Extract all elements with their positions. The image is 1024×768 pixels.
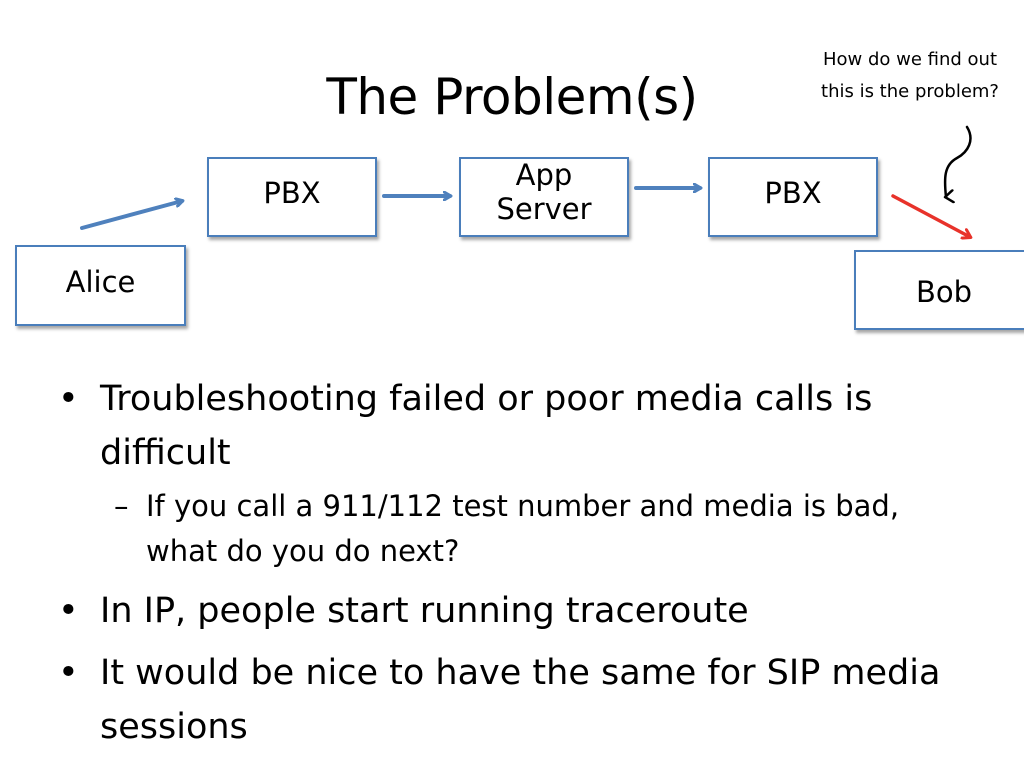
node-pbx-2-label: PBX <box>764 176 822 210</box>
bullet-glyph: • <box>58 653 79 693</box>
bullet-item: • In IP, people start running traceroute <box>58 584 958 638</box>
node-app-server-line1: App <box>515 158 573 192</box>
callout-pointer-arrow <box>945 125 972 197</box>
node-pbx-1-label: PBX <box>263 176 321 210</box>
slide-title: The Problem(s) <box>326 68 698 126</box>
bullet-list: • Troubleshooting failed or poor media c… <box>58 372 958 762</box>
node-bob-label: Bob <box>915 275 973 309</box>
callout-text: How do we find out this is the problem? <box>821 49 999 102</box>
bullet-text: It would be nice to have the same for SI… <box>100 653 941 747</box>
arrow-pbx-to-bob-problem <box>891 194 970 237</box>
node-app-server: App Server <box>459 157 629 237</box>
sub-bullet-glyph: – <box>114 489 129 523</box>
node-app-server-line2: Server <box>496 192 592 226</box>
node-app-server-label: App Server <box>496 158 591 226</box>
sub-bullet-item: – If you call a 911/112 test number and … <box>114 484 926 574</box>
bullet-glyph: • <box>58 591 79 631</box>
bullet-item: • Troubleshooting failed or poor media c… <box>58 372 958 480</box>
bullet-text: Troubleshooting failed or poor media cal… <box>100 379 873 473</box>
bullet-glyph: • <box>58 379 79 419</box>
bullet-text: In IP, people start running traceroute <box>100 591 749 631</box>
node-pbx-1: PBX <box>207 157 377 237</box>
node-alice-label: Alice <box>65 264 136 299</box>
node-alice: Alice <box>15 245 186 326</box>
node-pbx-2: PBX <box>708 157 878 237</box>
arrow-alice-to-pbx <box>80 201 182 230</box>
node-bob: Bob <box>854 250 1024 330</box>
sub-bullet-text: If you call a 911/112 test number and me… <box>146 489 900 568</box>
bullet-item: • It would be nice to have the same for … <box>58 646 958 754</box>
